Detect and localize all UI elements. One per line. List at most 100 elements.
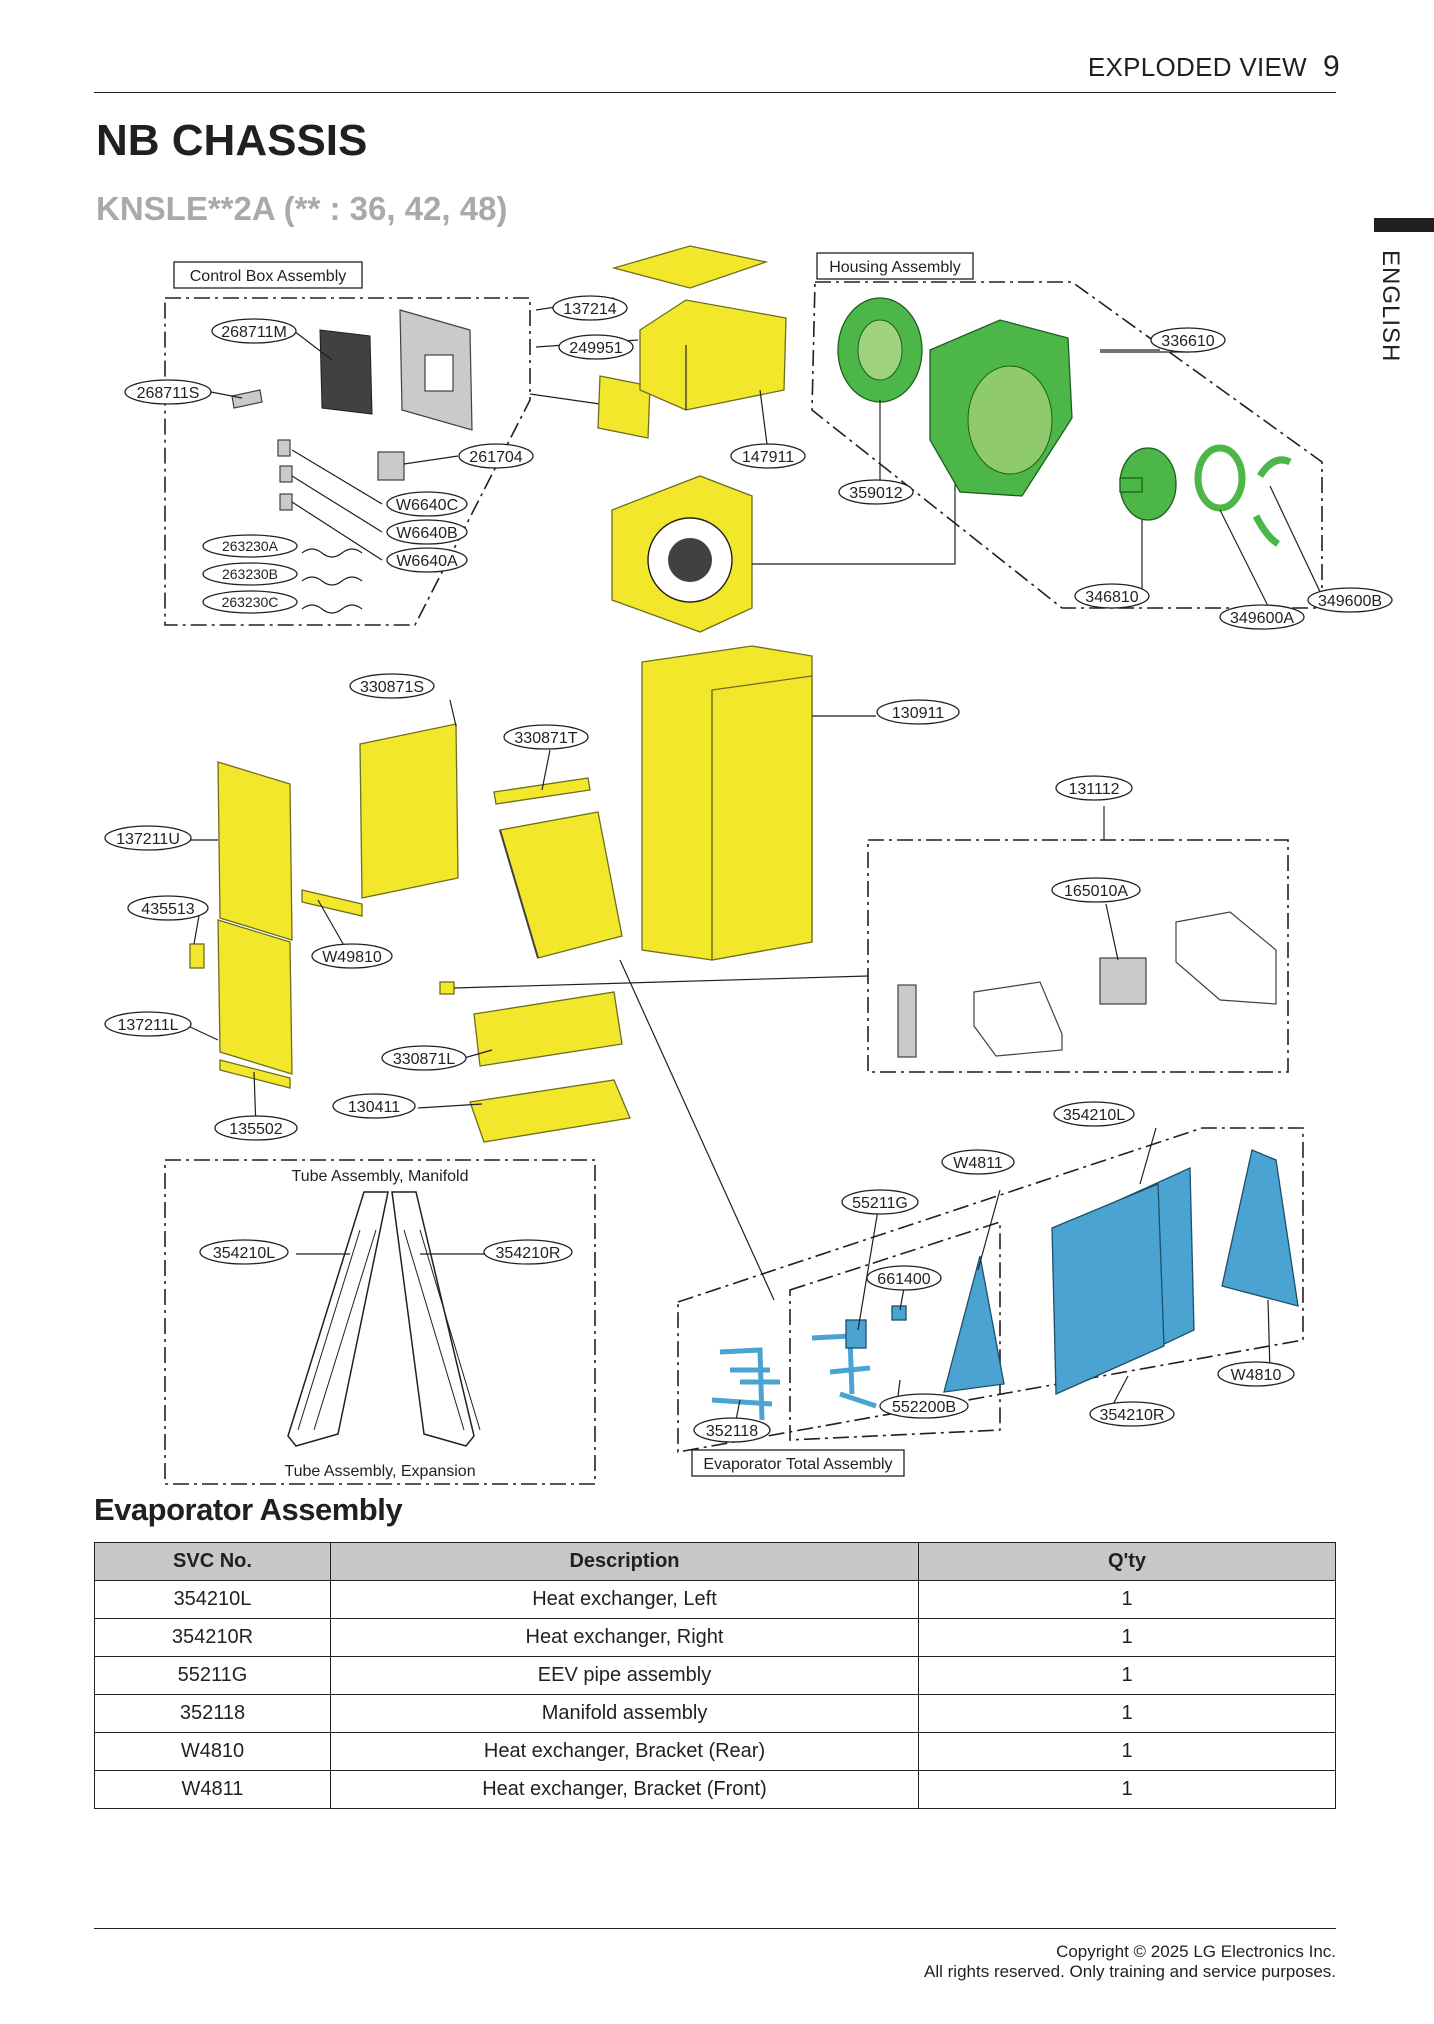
exploded-view-diagram: .ol { fill: #ffffff; stroke: #231f20; st… <box>104 245 1393 1485</box>
callout-354210L-tube: 354210L <box>199 1239 289 1265</box>
control-box-label-box <box>173 261 363 289</box>
svg-text:W4811: W4811 <box>953 1155 1003 1172</box>
svg-text:352118: 352118 <box>706 1423 758 1440</box>
svg-text:268711M: 268711M <box>221 324 287 341</box>
housing-label: Housing Assembly <box>829 259 961 276</box>
blower-housing-graphic <box>611 475 753 633</box>
callout-135502: 135502 <box>214 1115 298 1141</box>
evaporator-inner-outline <box>789 1220 1001 1441</box>
filter-element-graphic <box>897 984 917 1058</box>
column-header: SVC No. <box>94 1542 331 1581</box>
quantity-cell: 1 <box>918 1656 1336 1695</box>
callout-354210L-top: 354210L <box>1053 1101 1135 1127</box>
expansion-label: Tube Assembly, Expansion <box>284 1463 475 1480</box>
quantity-cell: 1 <box>918 1694 1336 1733</box>
blower-wheel-graphic <box>837 297 923 403</box>
callout-165010A: 165010A <box>1051 877 1141 903</box>
svg-text:W49810: W49810 <box>322 949 382 966</box>
callout-130411: 130411 <box>332 1093 416 1119</box>
drain-pan-lower-graphic <box>469 1079 631 1143</box>
callout-352118: 352118 <box>693 1417 771 1443</box>
svc-no-cell: W4811 <box>94 1770 331 1809</box>
callout-346810: 346810 <box>1074 583 1150 609</box>
tube-assembly-outline <box>164 1159 596 1485</box>
heat-exchanger-left-graphic <box>1051 1167 1195 1395</box>
housing-label-box <box>816 252 974 280</box>
svg-text:137214: 137214 <box>563 301 616 318</box>
filter-box-outline <box>867 839 1289 1073</box>
callout-336610: 336610 <box>1150 327 1226 353</box>
svc-no-cell: W4810 <box>94 1732 331 1771</box>
quantity-cell: 1 <box>918 1618 1336 1657</box>
svg-text:268711S: 268711S <box>137 385 200 402</box>
svg-text:131112: 131112 <box>1068 781 1119 798</box>
svg-text:354210R: 354210R <box>1100 1407 1165 1424</box>
svg-text:263230B: 263230B <box>222 566 278 582</box>
callout-354210R-tube: 354210R <box>483 1239 573 1265</box>
table-row: W4810 Heat exchanger, Bracket (Rear) 1 <box>94 1732 1336 1771</box>
callout-W6640B: W6640B <box>386 519 468 545</box>
callout-W4811: W4811 <box>941 1149 1015 1175</box>
eev-coil-graphic <box>891 1305 907 1321</box>
top-rail-graphic <box>493 777 591 805</box>
description-cell: EEV pipe assembly <box>330 1656 919 1695</box>
svg-text:W6640B: W6640B <box>396 525 457 542</box>
svg-text:W6640C: W6640C <box>396 497 458 514</box>
callout-137211U: 137211U <box>104 825 192 851</box>
filter-cover-graphic <box>1175 911 1277 1005</box>
svc-no-cell: 354210L <box>94 1580 331 1619</box>
svg-text:263230A: 263230A <box>222 538 279 554</box>
callout-263230B: 263230B <box>202 562 298 586</box>
svg-text:330871T: 330871T <box>514 730 577 747</box>
column-header: Q'ty <box>918 1542 1336 1581</box>
page-number: 9 <box>1323 50 1340 83</box>
manifold-label: Tube Assembly, Manifold <box>292 1168 469 1185</box>
parts-table: SVC No. Description Q'ty 354210L Heat ex… <box>94 1542 1336 1809</box>
svg-text:W6640A: W6640A <box>396 553 458 570</box>
table-row: 352118 Manifold assembly 1 <box>94 1694 1336 1733</box>
callout-268711M: 268711M <box>211 318 297 344</box>
door-strip-graphic <box>219 1059 291 1089</box>
connector-b-graphic <box>279 465 293 483</box>
eev-assembly-graphic <box>811 1305 907 1409</box>
evaporator-total-outline <box>677 1127 1304 1453</box>
callout-552200B: 552200B <box>879 1393 969 1419</box>
table-header-row: SVC No. Description Q'ty <box>94 1542 1336 1581</box>
svg-text:249951: 249951 <box>569 340 622 357</box>
svg-text:349600A: 349600A <box>1230 610 1294 627</box>
svg-text:137211U: 137211U <box>116 831 180 848</box>
svg-text:55211G: 55211G <box>852 1195 908 1212</box>
svc-no-cell: 55211G <box>94 1656 331 1695</box>
manifold-assembly-graphic <box>711 1347 780 1421</box>
callout-147911: 147911 <box>730 443 806 469</box>
callout-130911: 130911 <box>876 699 960 725</box>
filter-holder-graphic <box>973 981 1063 1057</box>
page-title: NB CHASSIS <box>96 116 368 165</box>
callout-263230C: 263230C <box>202 590 298 614</box>
table-row: W4811 Heat exchanger, Bracket (Front) 1 <box>94 1770 1336 1809</box>
svg-text:W4810: W4810 <box>1231 1367 1282 1384</box>
upper-door-graphic <box>217 761 293 941</box>
pcb-main-graphic <box>319 309 473 431</box>
callout-W6640A: W6640A <box>386 547 468 573</box>
description-cell: Heat exchanger, Bracket (Front) <box>330 1770 919 1809</box>
control-box-label: Control Box Assembly <box>190 268 347 285</box>
door-rail-graphic <box>301 889 363 917</box>
access-panel-middle-graphic <box>359 723 459 899</box>
top-cover-graphic <box>611 245 769 289</box>
front-bracket-graphic <box>943 1255 1005 1393</box>
wire-harness-graphic <box>301 548 363 614</box>
table-row: 354210L Heat exchanger, Left 1 <box>94 1580 1336 1619</box>
table-row: 55211G EEV pipe assembly 1 <box>94 1656 1336 1695</box>
connector-a-graphic <box>279 493 293 511</box>
svg-text:330871L: 330871L <box>393 1051 455 1068</box>
scroll-housing-graphic <box>929 319 1073 497</box>
svg-text:330871S: 330871S <box>360 679 424 696</box>
tube-assembly-graphic <box>287 1191 481 1447</box>
callout-137211L: 137211L <box>104 1011 192 1037</box>
description-cell: Manifold assembly <box>330 1694 919 1733</box>
header-rule <box>94 92 1336 93</box>
svg-text:165010A: 165010A <box>1064 883 1128 900</box>
rear-bracket-graphic <box>1221 1149 1299 1307</box>
rights-text: All rights reserved. Only training and s… <box>924 1962 1336 1981</box>
